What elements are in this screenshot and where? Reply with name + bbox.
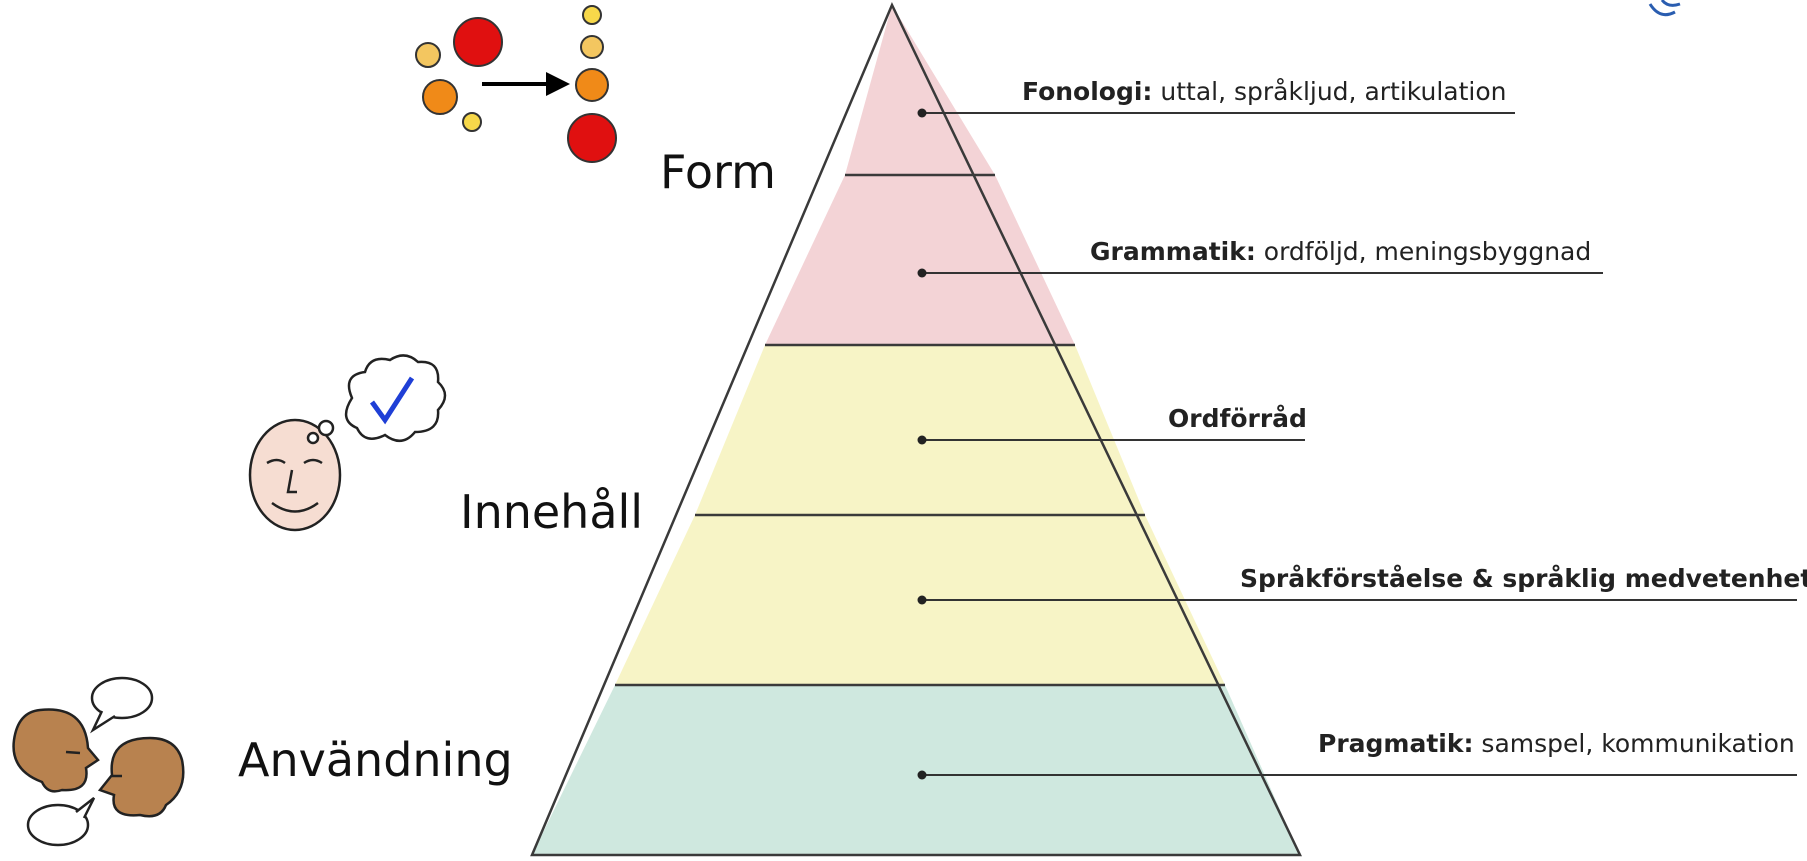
conversation-icon: [12, 676, 185, 847]
leader-dot-sprakforstaelse: [917, 595, 927, 605]
label-ordforrad: Ordförråd: [1168, 404, 1307, 433]
leader-dot-ordforrad: [917, 435, 927, 445]
label-fonologi: Fonologi: uttal, språkljud, artikulation: [1022, 77, 1507, 106]
sound-sequence-icon: [415, 5, 617, 163]
pyramid-band-grammatik: [765, 175, 1075, 345]
category-innehall: Innehåll: [460, 485, 643, 539]
leader-lines: [922, 112, 1797, 776]
label-pragmatik: Pragmatik: samspel, kommunikation: [1318, 729, 1795, 758]
label-grammatik: Grammatik: ordföljd, meningsbyggnad: [1090, 237, 1591, 266]
leader-dot-fonologi: [917, 108, 927, 118]
pyramid-band-fonologi: [845, 5, 995, 175]
pyramid-outline: [530, 1, 1302, 857]
pyramid: [530, 1, 1302, 857]
pyramid-band-ordforrad: [695, 345, 1145, 515]
category-form: Form: [660, 145, 776, 199]
pyramid-band-pragmatik: [532, 685, 1300, 855]
thinking-face-icon: [248, 354, 447, 532]
category-anvandning: Användning: [238, 733, 513, 787]
corner-logo-fragment-icon: [1648, 0, 1681, 17]
leader-dot-grammatik: [917, 268, 927, 278]
label-sprakforstaelse: Språkförståelse & språklig medvetenhet: [1240, 564, 1807, 593]
leader-dot-pragmatik: [917, 770, 927, 780]
